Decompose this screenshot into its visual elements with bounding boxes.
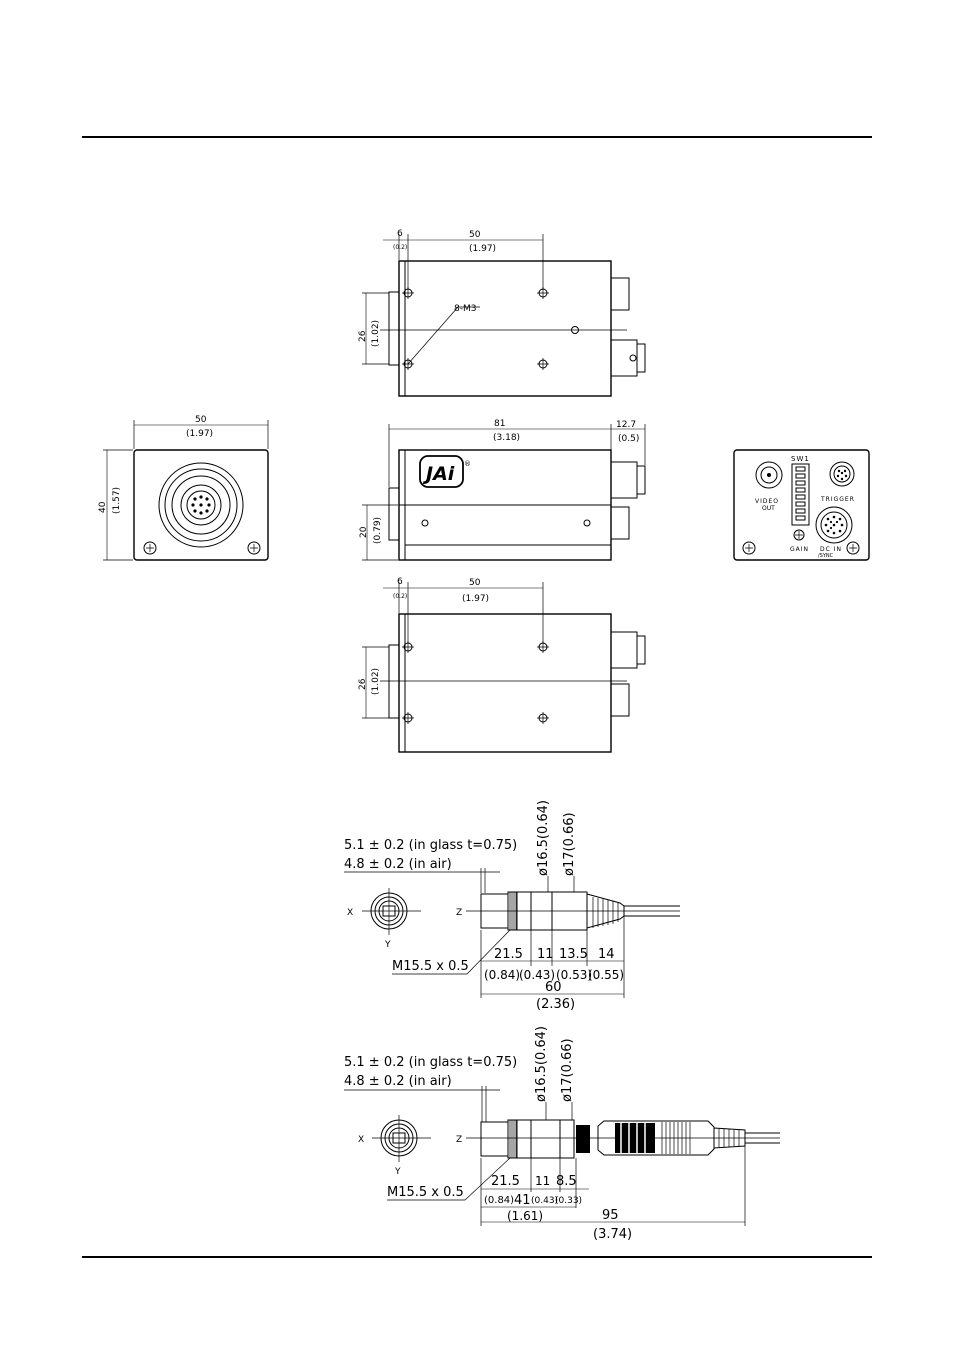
lens1-seg4: 14	[598, 947, 615, 962]
bottom-view: 6 (0.2) 50 (1.97) 26 (1.02)	[358, 577, 646, 753]
bottom-dim-edge: 6	[397, 577, 403, 587]
lens1-seg2: 11	[537, 947, 554, 962]
lens1-thread: M15.5 x 0.5	[392, 959, 469, 974]
lens2-dia2: ø17(0.66)	[560, 1038, 575, 1102]
lens1-axis-z: Z	[456, 908, 462, 918]
bottom-dim-height-in: (1.02)	[371, 668, 381, 695]
front-connector-pins	[191, 495, 211, 515]
lens2-air: 4.8 ± 0.2 (in air)	[344, 1074, 452, 1089]
lens2-seg1: 21.5	[491, 1174, 520, 1189]
lens1-axis-x: X	[347, 908, 353, 918]
side-connector: 12.7	[616, 420, 636, 430]
jai-logo	[419, 455, 464, 488]
lens2-mid: 41	[514, 1193, 531, 1208]
rear-video-out-2: OUT	[762, 505, 775, 512]
top-view: 6 (0.2) 50 (1.97) 26 (1.02) 8-M3	[358, 229, 646, 397]
jai-logo-text: JAi	[422, 463, 455, 485]
lens1-air: 4.8 ± 0.2 (in air)	[344, 857, 452, 872]
lens1-seg3-in: (0.53)	[556, 968, 592, 982]
rear-gain: GAIN	[790, 546, 809, 553]
lens2-coupling	[576, 1125, 590, 1153]
lens2-thread: M15.5 x 0.5	[387, 1185, 464, 1200]
lens1-glass: 5.1 ± 0.2 (in glass t=0.75)	[344, 838, 517, 853]
bottom-dim-edge-in: (0.2)	[393, 593, 407, 600]
lens2-glass: 5.1 ± 0.2 (in glass t=0.75)	[344, 1055, 517, 1070]
lens1-seg4-in: (0.55)	[588, 968, 624, 982]
bottom-dim-height: 26	[358, 678, 368, 690]
lens2-total-in: (3.74)	[593, 1227, 632, 1242]
top-dim-edge-in: (0.2)	[393, 244, 407, 251]
lens2-seg2-in: (0.43)	[531, 1196, 558, 1206]
top-dim-height-in: (1.02)	[371, 320, 381, 347]
side-length: 81	[494, 419, 505, 429]
jai-logo-mark: ®	[464, 460, 471, 468]
bottom-dim-holes-in: (1.97)	[462, 594, 489, 604]
side-offset-in: (0.79)	[373, 517, 383, 544]
rear-dc-in: DC IN	[820, 546, 842, 553]
side-length-in: (3.18)	[493, 433, 520, 443]
dc-in-pins	[824, 515, 844, 535]
rear-video-out: VIDEO	[755, 498, 779, 505]
top-dim-holes-in: (1.97)	[469, 244, 496, 254]
rear-view: VIDEO OUT SW1 TRIGGER DC IN /SYNC GAIN	[733, 449, 870, 561]
front-width-in: (1.97)	[186, 429, 213, 439]
lens1-dia1: ø16.5(0.64)	[536, 800, 551, 876]
lens2-total: 95	[602, 1208, 619, 1223]
rear-trigger: TRIGGER	[820, 496, 855, 503]
lens1-dia2: ø17(0.66)	[562, 812, 577, 876]
top-dim-holes: 50	[469, 230, 481, 240]
side-offset: 20	[359, 526, 369, 538]
side-view: JAi ® 81 (3.18) 12.7 (0.5) 20 (0.79)	[359, 419, 646, 561]
front-view: 50 (1.97) 40 (1.57)	[98, 415, 269, 561]
lens1-seg1: 21.5	[494, 947, 523, 962]
rear-sw1: SW1	[791, 455, 810, 463]
top-dim-height: 26	[358, 330, 368, 342]
lens1-axis-y: Y	[384, 940, 391, 950]
lens1-seg1-in: (0.84)	[484, 968, 520, 982]
lens2-seg2: 11	[535, 1174, 550, 1188]
bottom-dim-holes: 50	[469, 578, 481, 588]
lens1-seg3: 13.5	[559, 947, 588, 962]
lens-adapter-2: 5.1 ± 0.2 (in glass t=0.75) 4.8 ± 0.2 (i…	[344, 1026, 780, 1242]
lens1-total: 60	[545, 980, 562, 995]
top-screw-callout: 8-M3	[454, 304, 476, 314]
lens2-dia1: ø16.5(0.64)	[534, 1026, 549, 1102]
lens1-total-in: (2.36)	[536, 997, 575, 1012]
top-dim-edge: 6	[397, 229, 403, 239]
lens-adapter-1: 5.1 ± 0.2 (in glass t=0.75) 4.8 ± 0.2 (i…	[344, 800, 680, 1012]
lens2-mid-in: (1.61)	[507, 1209, 543, 1223]
front-height-in: (1.57)	[112, 487, 122, 514]
front-height: 40	[98, 501, 108, 513]
dip-switches	[795, 466, 806, 521]
lens2-axis-y: Y	[394, 1167, 401, 1177]
lens2-seg3: 8.5	[556, 1174, 577, 1189]
lens1-seg2-in: (0.43)	[519, 968, 555, 982]
side-connector-in: (0.5)	[618, 434, 639, 444]
lens2-seg3-in: (0.33)	[555, 1196, 582, 1206]
lens2-axis-x: X	[358, 1135, 364, 1145]
rear-dc-sync: /SYNC	[818, 553, 834, 559]
lens2-seg1-in: (0.84)	[484, 1195, 514, 1206]
front-width: 50	[195, 415, 207, 425]
lens2-axis-z: Z	[456, 1135, 462, 1145]
